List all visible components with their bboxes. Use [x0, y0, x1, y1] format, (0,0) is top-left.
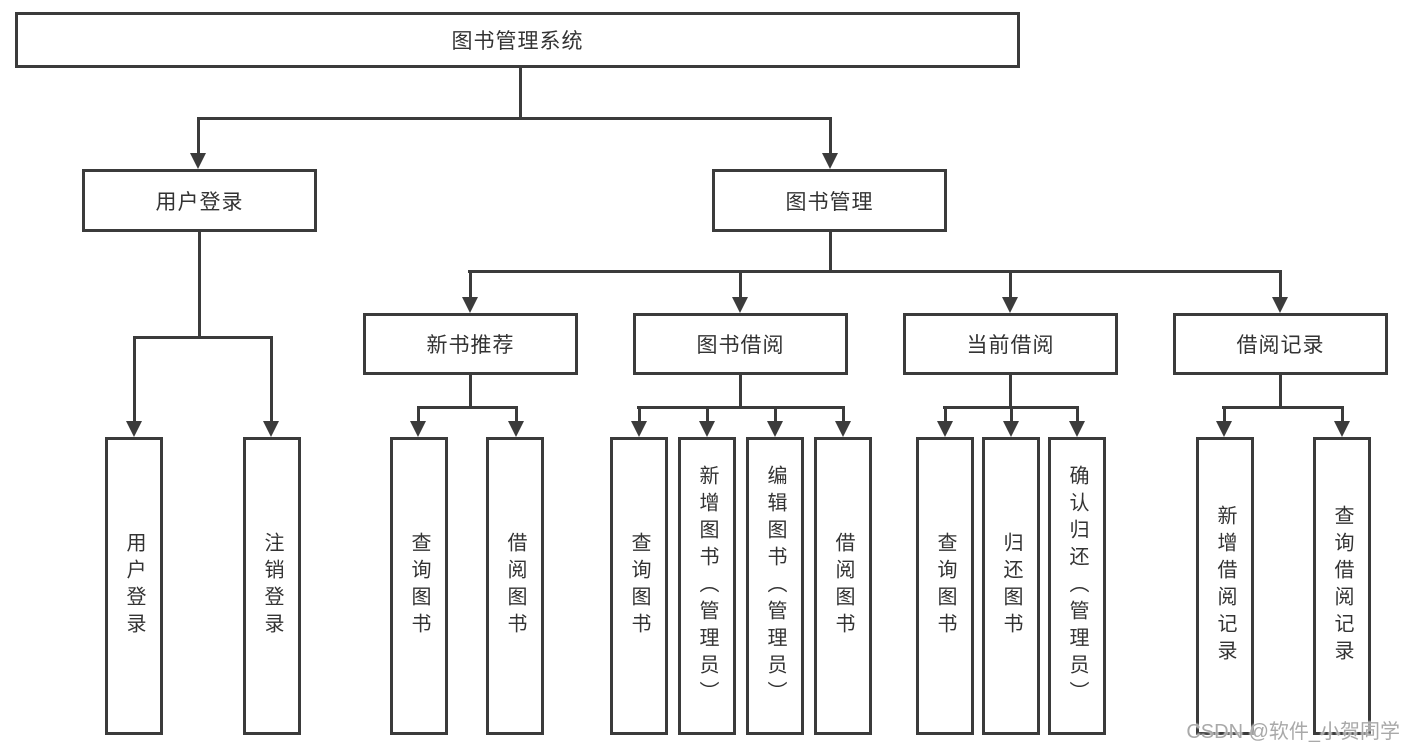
watermark-text: CSDN @软件_小贺同学	[1186, 721, 1400, 743]
connector-line	[198, 232, 201, 339]
connector-line	[1279, 375, 1282, 409]
connector-line	[417, 407, 420, 423]
connector-line	[1009, 271, 1012, 299]
arrow-head-icon	[631, 421, 647, 437]
arrow-head-icon	[263, 421, 279, 437]
arrow-head-icon	[1216, 421, 1232, 437]
connector-line	[829, 118, 832, 155]
arrow-head-icon	[462, 297, 478, 313]
arrow-head-icon	[1334, 421, 1350, 437]
leaf-user-login: 用户登录	[105, 437, 163, 735]
connector-line	[469, 375, 472, 409]
connector-line	[638, 407, 641, 423]
connector-line	[197, 118, 200, 155]
arrow-head-icon	[508, 421, 524, 437]
arrow-head-icon	[767, 421, 783, 437]
connector-line	[133, 336, 273, 339]
node-current-borrow: 当前借阅	[903, 313, 1118, 375]
arrow-head-icon	[822, 153, 838, 169]
leaf-logout: 注销登录	[243, 437, 301, 735]
leaf-label: 归还图书	[1000, 532, 1022, 640]
leaf-label: 查询图书	[628, 532, 650, 640]
connector-line	[739, 375, 742, 409]
leaf-label: 用户登录	[123, 532, 145, 640]
connector-line	[637, 406, 845, 409]
leaf-return-book: 归还图书	[982, 437, 1040, 735]
leaf-confirm-return-admin: 确认归还（管理员）	[1048, 437, 1106, 735]
leaf-borrow-books-recommend: 借阅图书	[486, 437, 544, 735]
connector-line	[1222, 406, 1344, 409]
leaf-query-books-recommend: 查询图书	[390, 437, 448, 735]
connector-line	[829, 232, 832, 273]
connector-line	[197, 117, 832, 120]
connector-line	[519, 68, 522, 118]
connector-line	[739, 271, 742, 299]
leaf-label: 查询图书	[408, 532, 430, 640]
connector-line	[1341, 407, 1344, 423]
arrow-head-icon	[732, 297, 748, 313]
leaf-query-books-current: 查询图书	[916, 437, 974, 735]
arrow-head-icon	[1272, 297, 1288, 313]
node-root: 图书管理系统	[15, 12, 1020, 68]
leaf-label: 借阅图书	[832, 532, 854, 640]
connector-line	[270, 337, 273, 423]
leaf-label: 注销登录	[261, 532, 283, 640]
arrow-head-icon	[126, 421, 142, 437]
leaf-label: 查询借阅记录	[1331, 505, 1353, 667]
connector-line	[133, 337, 136, 423]
node-book-management: 图书管理	[712, 169, 947, 232]
connector-line	[515, 407, 518, 423]
leaf-query-borrow-record: 查询借阅记录	[1313, 437, 1371, 735]
connector-line	[943, 406, 1079, 409]
leaf-query-books-borrow: 查询图书	[610, 437, 668, 735]
arrow-head-icon	[835, 421, 851, 437]
node-book-borrow: 图书借阅	[633, 313, 848, 375]
leaf-label: 查询图书	[934, 532, 956, 640]
arrow-head-icon	[1069, 421, 1085, 437]
leaf-add-book-admin: 新增图书（管理员）	[678, 437, 736, 735]
connector-line	[1076, 407, 1079, 423]
arrow-head-icon	[1003, 421, 1019, 437]
connector-line	[1009, 375, 1012, 409]
connector-line	[1279, 271, 1282, 299]
arrow-head-icon	[699, 421, 715, 437]
arrow-head-icon	[1002, 297, 1018, 313]
node-user-login: 用户登录	[82, 169, 317, 232]
connector-line	[774, 407, 777, 423]
arrow-head-icon	[937, 421, 953, 437]
leaf-label: 新增借阅记录	[1214, 505, 1236, 667]
leaf-add-borrow-record: 新增借阅记录	[1196, 437, 1254, 735]
leaf-label: 新增图书（管理员）	[696, 464, 718, 708]
leaf-label: 编辑图书（管理员）	[764, 464, 786, 708]
arrow-head-icon	[190, 153, 206, 169]
connector-line	[842, 407, 845, 423]
connector-line	[469, 271, 472, 299]
connector-line	[944, 407, 947, 423]
leaf-label: 借阅图书	[504, 532, 526, 640]
connector-line	[468, 270, 1282, 273]
arrow-head-icon	[410, 421, 426, 437]
connector-line	[706, 407, 709, 423]
node-new-book-recommend: 新书推荐	[363, 313, 578, 375]
connector-line	[1223, 407, 1226, 423]
leaf-label: 确认归还（管理员）	[1066, 464, 1088, 708]
node-borrow-records: 借阅记录	[1173, 313, 1388, 375]
leaf-borrow-books: 借阅图书	[814, 437, 872, 735]
connector-line	[1010, 407, 1013, 423]
leaf-edit-book-admin: 编辑图书（管理员）	[746, 437, 804, 735]
connector-line	[417, 406, 518, 409]
